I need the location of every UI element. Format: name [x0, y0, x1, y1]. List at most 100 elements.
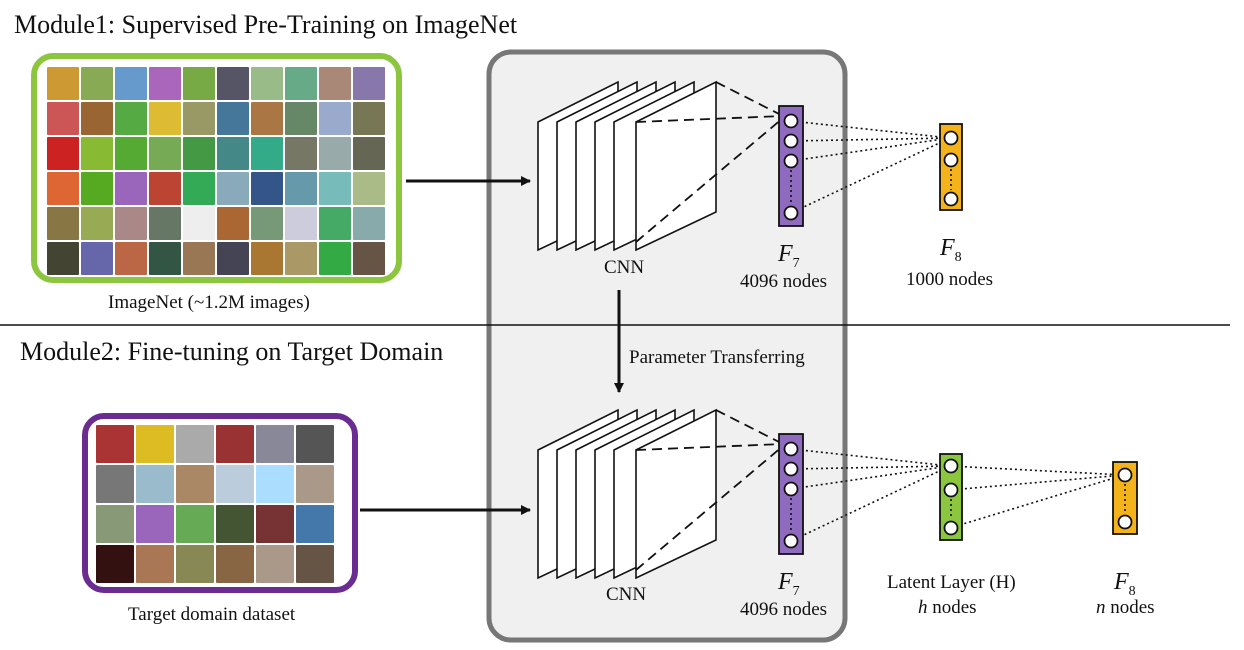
photo-thumbnail: [176, 425, 214, 463]
photo-thumbnail: [47, 207, 79, 240]
dotted-connection: [790, 137, 951, 162]
photo-thumbnail: [115, 137, 147, 170]
module1-title: Module1: Supervised Pre-Training on Imag…: [14, 10, 518, 39]
photo-thumbnail: [149, 102, 181, 135]
photo-thumbnail: [256, 545, 294, 583]
f8-top-nodes: 1000 nodes: [906, 269, 994, 290]
f7-top-name: F7: [778, 241, 800, 271]
photo-thumbnail: [183, 102, 215, 135]
photo-thumbnail: [183, 242, 215, 275]
photo-thumbnail: [149, 207, 181, 240]
photo-thumbnail: [319, 242, 351, 275]
photo-thumbnail: [296, 505, 334, 543]
neuron-node: [783, 153, 799, 169]
dashed-connection: [715, 81, 784, 117]
f8-top-name: F8: [940, 235, 962, 265]
photo-thumbnail: [81, 242, 113, 275]
neuron-node: [943, 458, 959, 474]
f7-top-nodes: 4096 nodes: [740, 271, 828, 292]
dotted-connection: [790, 465, 951, 470]
neuron-node: [783, 461, 799, 477]
photo-thumbnail: [81, 137, 113, 170]
dotted-connection: [949, 465, 1125, 476]
neuron-node: [943, 482, 959, 498]
photo-thumbnail: [216, 425, 254, 463]
photo-thumbnail: [256, 505, 294, 543]
photo-thumbnail: [217, 207, 249, 240]
neuron-node: [1117, 467, 1133, 483]
dotted-connection: [949, 474, 1125, 529]
photo-thumbnail: [183, 207, 215, 240]
photo-thumbnail: [251, 102, 283, 135]
photo-thumbnail: [319, 137, 351, 170]
target-thumbnail-grid: [96, 425, 334, 583]
neuron-node: [783, 113, 799, 129]
photo-thumbnail: [256, 425, 294, 463]
photo-thumbnail: [81, 102, 113, 135]
latent-layer-name: Latent Layer (H): [887, 572, 1016, 593]
neuron-node: [943, 130, 959, 146]
dotted-connection: [790, 137, 951, 142]
dashed-connection: [635, 445, 784, 571]
photo-thumbnail: [285, 137, 317, 170]
target-caption: Target domain dataset: [128, 604, 296, 625]
dashed-connection: [635, 115, 784, 123]
photo-thumbnail: [217, 172, 249, 205]
photo-thumbnail: [149, 67, 181, 100]
photo-thumbnail: [115, 207, 147, 240]
dotted-connection: [790, 120, 951, 139]
photo-thumbnail: [319, 102, 351, 135]
neuron-node: [1117, 514, 1133, 530]
neuron-node: [783, 481, 799, 497]
photo-thumbnail: [296, 465, 334, 503]
f8-bottom-name: F8: [1114, 569, 1136, 599]
dotted-connection: [790, 448, 951, 467]
photo-thumbnail: [285, 67, 317, 100]
photo-thumbnail: [115, 67, 147, 100]
photo-thumbnail: [285, 242, 317, 275]
layer-bars: [778, 105, 1138, 555]
photo-thumbnail: [149, 137, 181, 170]
photo-thumbnail: [115, 242, 147, 275]
photo-thumbnail: [115, 172, 147, 205]
photo-thumbnail: [47, 172, 79, 205]
photo-thumbnail: [251, 172, 283, 205]
neuron-node: [943, 191, 959, 207]
photo-thumbnail: [115, 102, 147, 135]
photo-thumbnail: [319, 67, 351, 100]
neuron-node: [783, 205, 799, 221]
photo-thumbnail: [136, 505, 174, 543]
dotted-connection: [790, 465, 951, 542]
dashed-connection: [715, 409, 784, 445]
cnn-stack-top: [537, 80, 717, 252]
photo-thumbnail: [149, 172, 181, 205]
photo-thumbnail: [176, 545, 214, 583]
cnn-stack-bottom: [537, 408, 717, 580]
photo-thumbnail: [47, 102, 79, 135]
feature-map: [635, 80, 717, 252]
photo-thumbnail: [256, 465, 294, 503]
photo-thumbnail: [217, 102, 249, 135]
cnn-top-label: CNN: [604, 257, 645, 278]
photo-thumbnail: [81, 172, 113, 205]
neuron-node: [783, 133, 799, 149]
neuron-node: [783, 533, 799, 549]
photo-thumbnail: [353, 172, 385, 205]
cnn-bottom-label: CNN: [606, 584, 647, 605]
photo-thumbnail: [319, 207, 351, 240]
neuron-node: [943, 520, 959, 536]
photo-thumbnail: [285, 102, 317, 135]
imagenet-thumbnail-grid: [47, 67, 385, 275]
photo-thumbnail: [136, 465, 174, 503]
imagenet-image-panel: [31, 53, 402, 283]
photo-thumbnail: [217, 242, 249, 275]
photo-thumbnail: [176, 465, 214, 503]
module2-title: Module2: Fine-tuning on Target Domain: [20, 337, 444, 366]
photo-thumbnail: [96, 425, 134, 463]
photo-thumbnail: [47, 67, 79, 100]
dotted-connection: [790, 465, 951, 490]
photo-thumbnail: [353, 242, 385, 275]
photo-thumbnail: [251, 137, 283, 170]
photo-thumbnail: [353, 102, 385, 135]
